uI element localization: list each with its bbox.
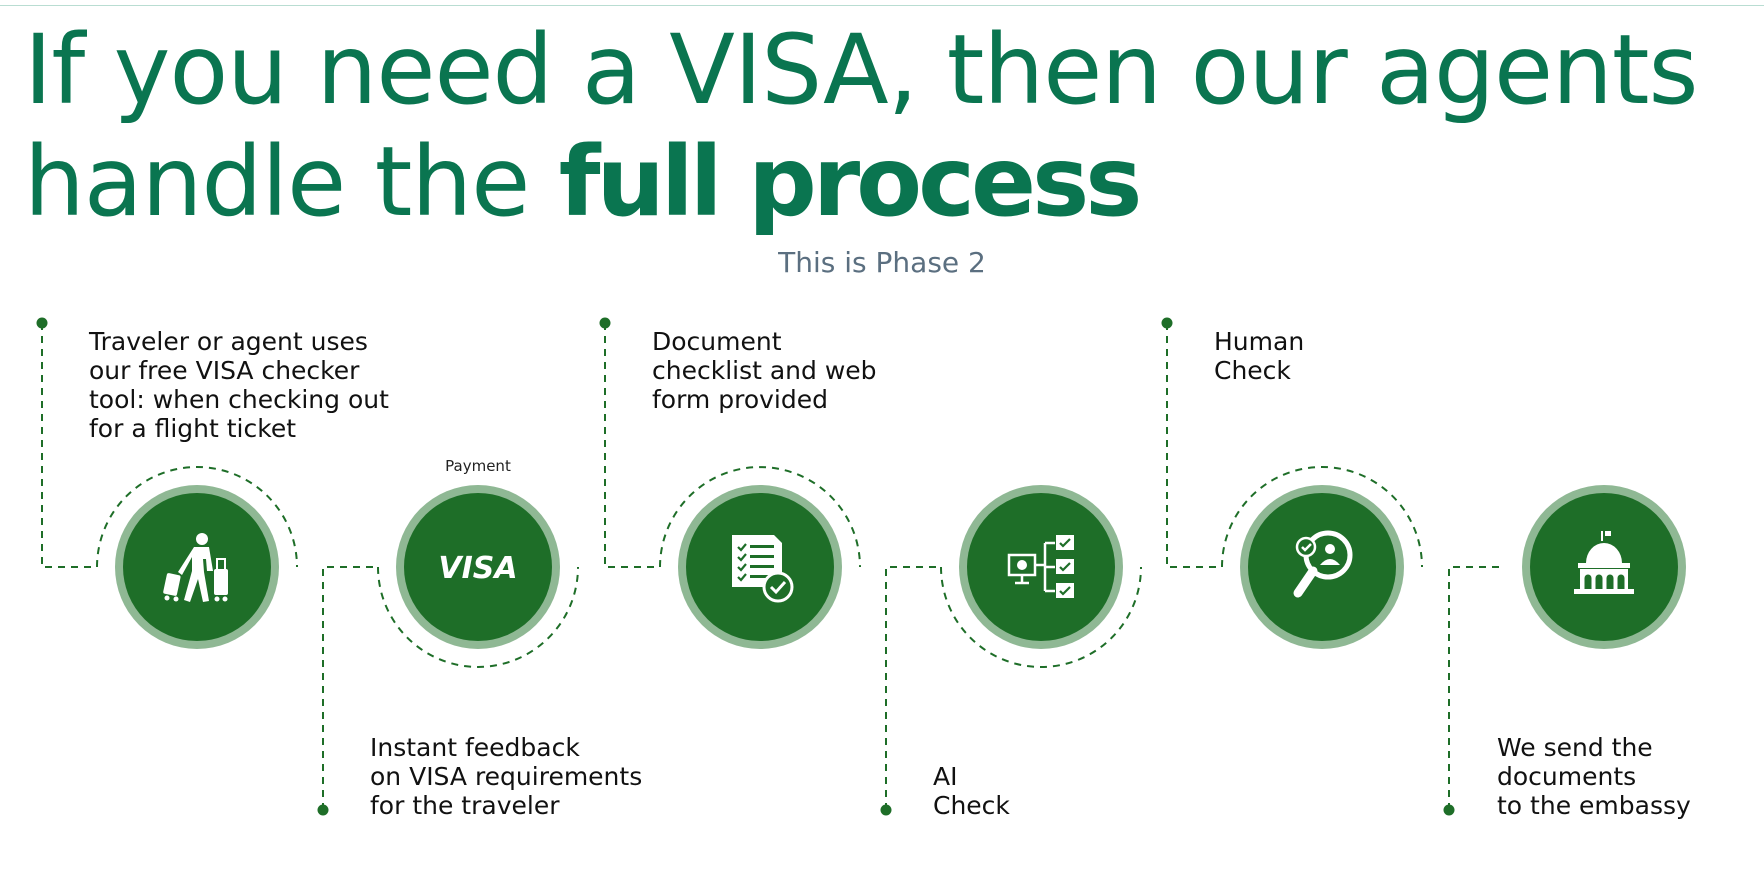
magnifier-person-icon bbox=[1293, 530, 1353, 598]
headline-line-1: If you need a VISA, then our agents bbox=[24, 14, 1698, 126]
dashed-connectors bbox=[36, 317, 1504, 816]
step-2-circle bbox=[404, 493, 552, 641]
step-4-circle bbox=[967, 493, 1115, 641]
step-1-leader-dot bbox=[36, 317, 48, 329]
step-5-arc bbox=[1221, 466, 1423, 568]
visa-badge-text: VISA bbox=[438, 551, 517, 586]
step-2-arc bbox=[377, 566, 579, 668]
visa-card-icon: VISA bbox=[438, 551, 517, 586]
step-circles: VISA bbox=[115, 485, 1686, 649]
step-6-label: We send the documents to the embassy bbox=[1497, 733, 1691, 820]
step-4-leader-dot bbox=[880, 804, 892, 816]
step-2-leader-line bbox=[322, 566, 378, 810]
step-5-circle bbox=[1248, 493, 1396, 641]
step-1-leader-line bbox=[41, 323, 97, 568]
step-4-leader-line bbox=[885, 566, 941, 810]
step-6-leader-line bbox=[1448, 566, 1504, 810]
step-3-leader-line bbox=[604, 323, 660, 568]
step-2-leader-dot bbox=[317, 804, 329, 816]
step-5-label: Human Check bbox=[1214, 327, 1305, 385]
step-1-label: Traveler or agent uses our free VISA che… bbox=[89, 327, 389, 443]
step-3-label: Document checklist and web form provided bbox=[652, 327, 877, 414]
headline-line-2-bold: full process bbox=[558, 126, 1143, 238]
step-5-leader-dot bbox=[1161, 317, 1173, 329]
step-6-leader-dot bbox=[1443, 804, 1455, 816]
traveler-luggage-icon bbox=[163, 533, 228, 602]
headline: If you need a VISA, then our agents hand… bbox=[24, 14, 1698, 238]
step-3-leader-dot bbox=[599, 317, 611, 329]
step-4-label: AI Check bbox=[933, 762, 1010, 820]
step-1-arc bbox=[96, 466, 298, 568]
payment-caption: Payment bbox=[445, 457, 511, 475]
phase-subtitle: This is Phase 2 bbox=[778, 246, 986, 279]
ai-network-check-icon bbox=[1007, 535, 1074, 598]
document-checklist-icon bbox=[732, 535, 794, 603]
step-3-arc bbox=[659, 466, 861, 568]
step-5-leader-line bbox=[1166, 323, 1222, 568]
embassy-building-icon bbox=[1574, 531, 1634, 594]
headline-line-2-regular: handle the bbox=[24, 126, 559, 238]
step-2-label: Instant feedback on VISA requirements fo… bbox=[370, 733, 643, 820]
step-4-arc bbox=[940, 566, 1142, 668]
top-divider bbox=[0, 5, 1764, 6]
